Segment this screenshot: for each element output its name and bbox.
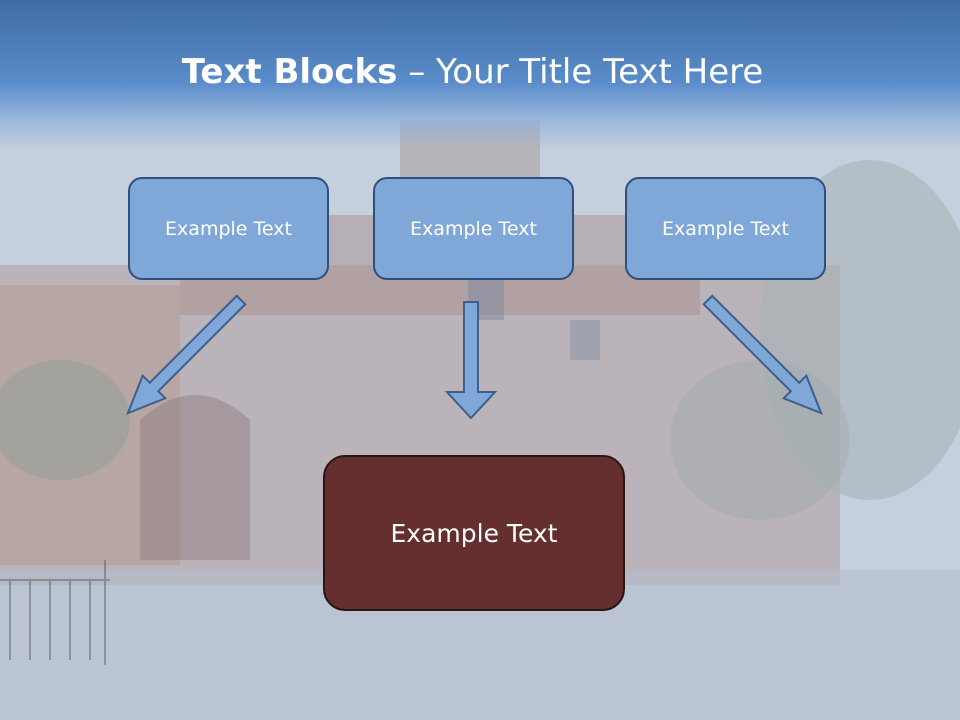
main-text-block-label: Example Text	[390, 518, 558, 548]
title-separator: –	[397, 52, 437, 92]
arrow-down-icon	[444, 301, 498, 420]
slide-title: Text Blocks – Your Title Text Here	[0, 52, 945, 92]
text-block-2[interactable]: Example Text	[373, 177, 574, 280]
text-block-3[interactable]: Example Text	[625, 177, 826, 280]
title-bold: Text Blocks	[181, 52, 398, 92]
text-block-1-label: Example Text	[165, 217, 292, 240]
arrow-down-right-icon	[126, 294, 247, 415]
main-text-block[interactable]: Example Text	[323, 455, 625, 611]
title-band	[0, 0, 960, 150]
arrow-down-left-icon	[702, 294, 823, 415]
text-block-3-label: Example Text	[662, 217, 789, 240]
text-block-2-label: Example Text	[410, 217, 537, 240]
text-block-1[interactable]: Example Text	[128, 177, 329, 280]
title-rest: Your Title Text Here	[436, 52, 764, 92]
